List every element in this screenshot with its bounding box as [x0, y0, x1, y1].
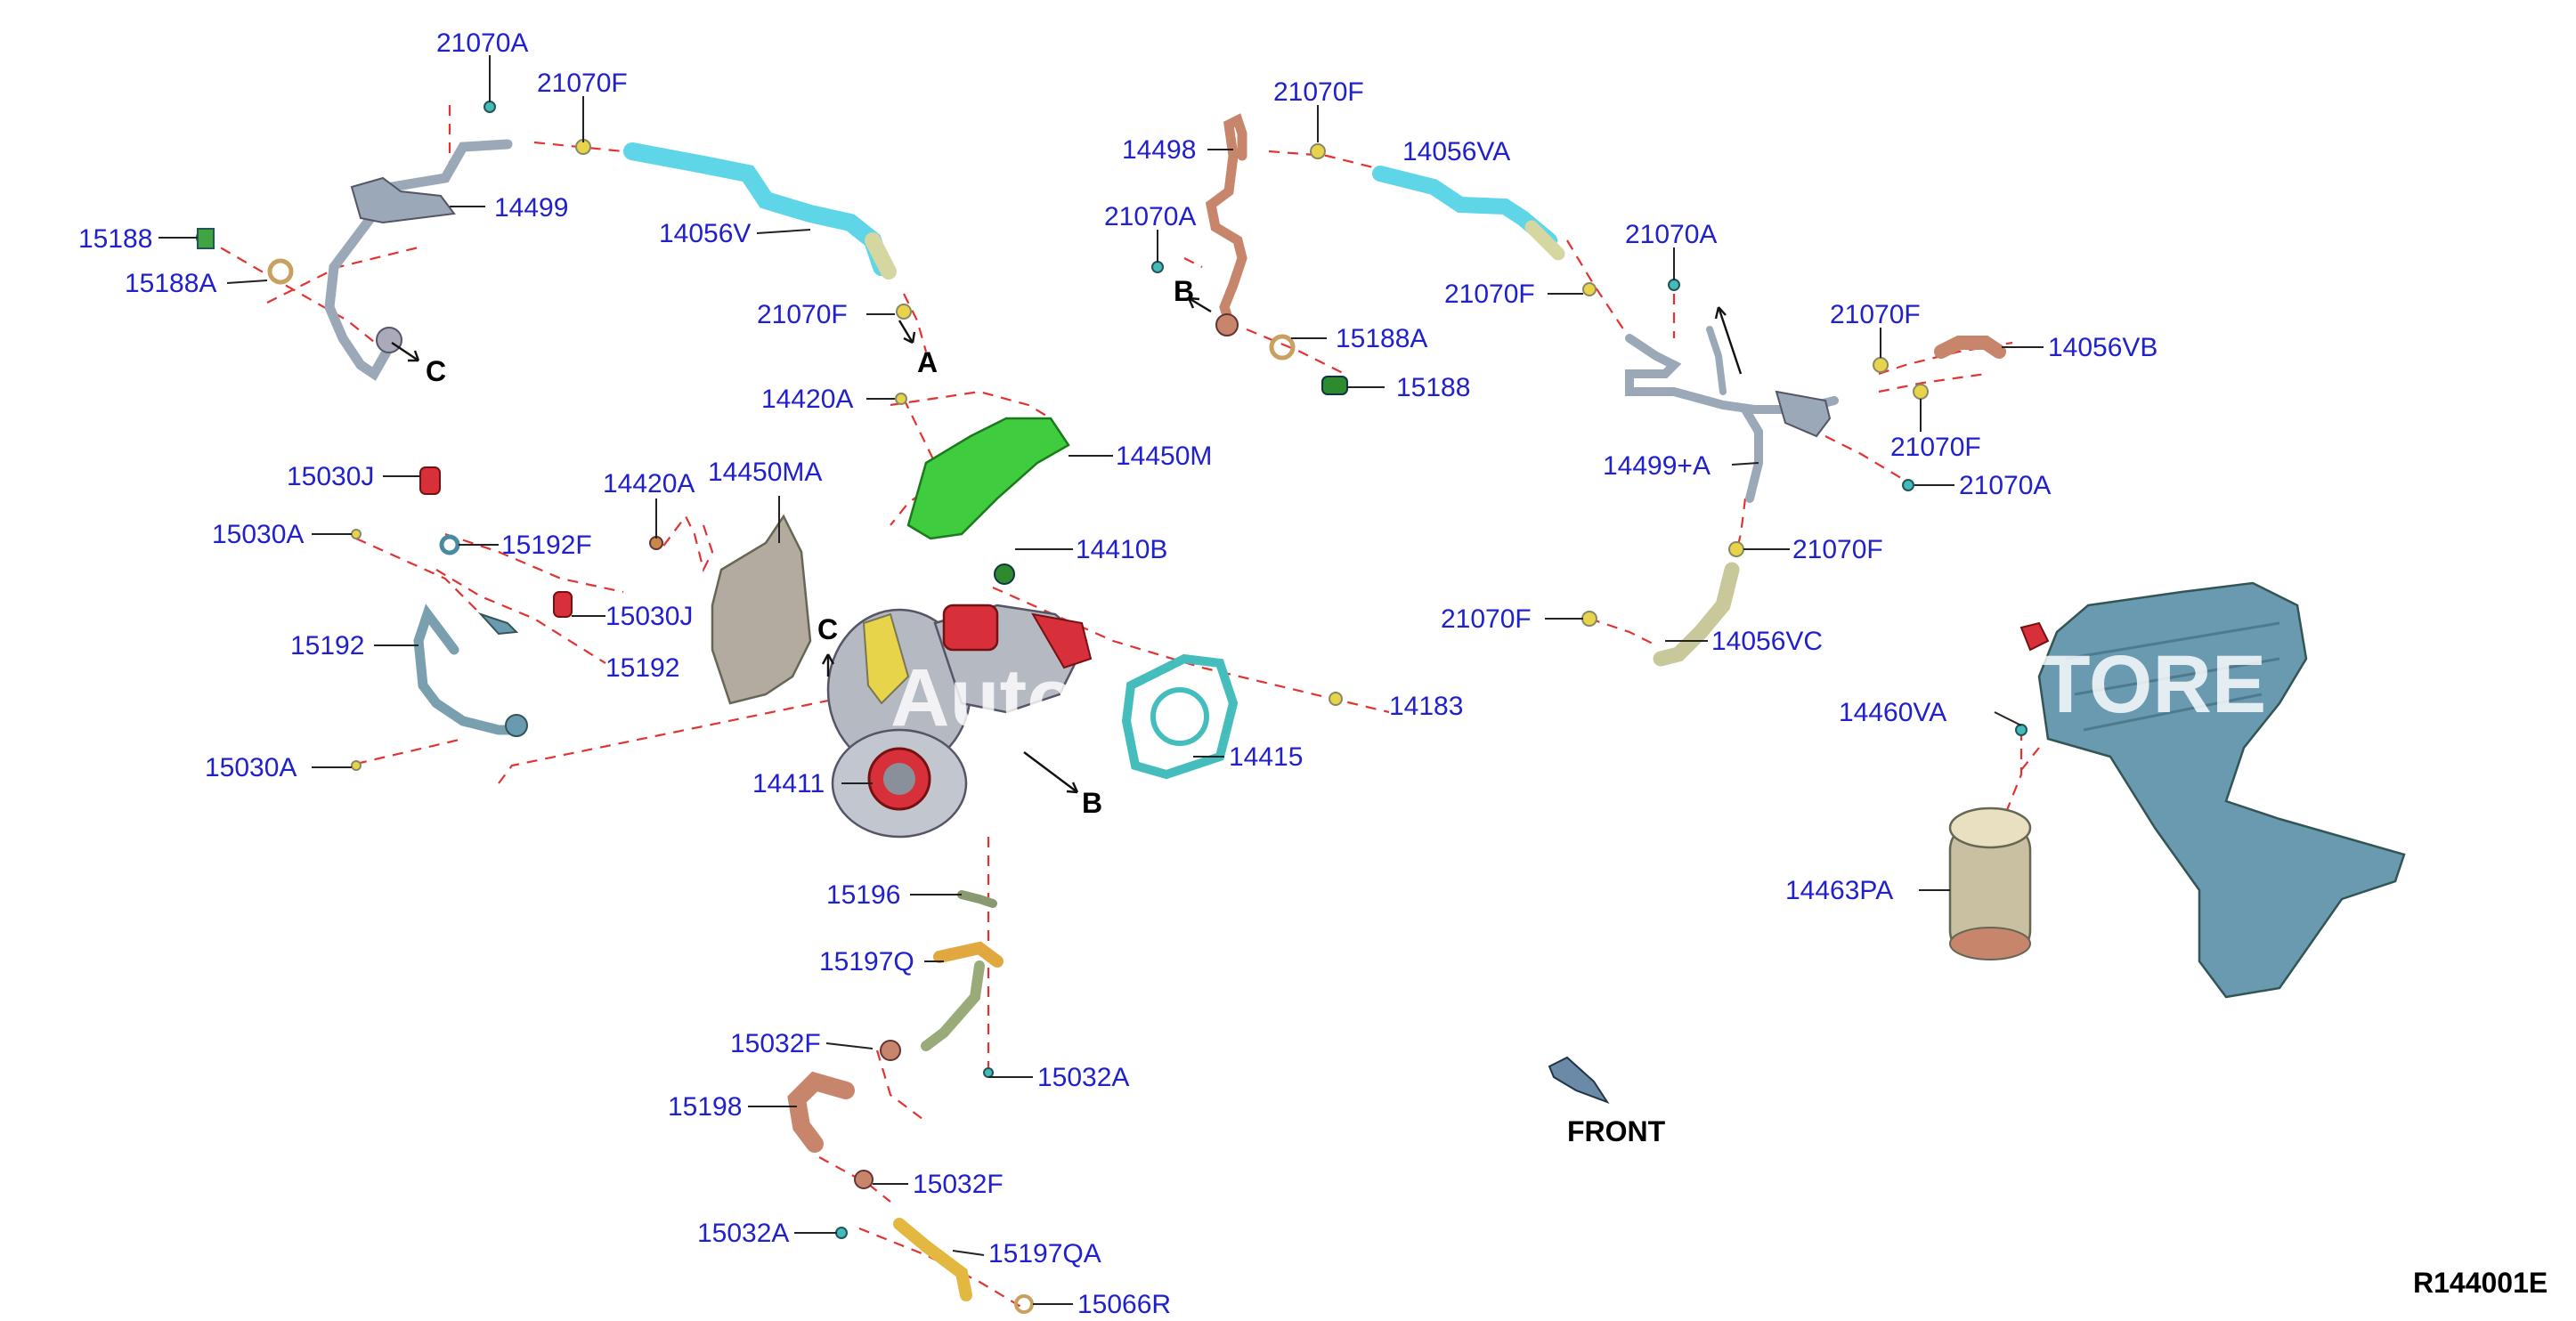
part-label-21070A: 21070A: [1625, 220, 1717, 249]
part-label-15197QA: 15197QA: [988, 1239, 1101, 1268]
drawing-code: R144001E: [2413, 1267, 2548, 1299]
assembly-dashed-lines: [204, 105, 2040, 1309]
part-label-15197Q: 15197Q: [819, 947, 914, 977]
callout-b-turbo: B: [1082, 787, 1102, 819]
part-label-21070A: 21070A: [1959, 471, 2051, 500]
part-label-14499A: 14499+A: [1603, 451, 1711, 481]
watermark-auto: Auto: [890, 652, 1077, 743]
part-label-14420A: 14420A: [603, 469, 695, 498]
part-label-21070F: 21070F: [1444, 280, 1535, 309]
part-label-14450M: 14450M: [1116, 442, 1212, 471]
part-label-14056VB: 14056VB: [2048, 333, 2158, 362]
part-label-14499: 14499: [494, 193, 568, 223]
part-label-15030A: 15030A: [205, 753, 297, 782]
callout-arrows: [391, 296, 1743, 794]
part-label-15198: 15198: [668, 1092, 742, 1122]
part-label-21070F: 21070F: [1441, 604, 1532, 634]
part-labels: 21070A 21070F 15188 15188A 14499 14056V …: [78, 28, 2158, 1319]
part-label-14420A: 14420A: [761, 385, 853, 414]
part-label-14498: 14498: [1122, 135, 1196, 165]
part-label-21070F: 21070F: [1890, 433, 1981, 462]
callout-c-left: C: [426, 355, 446, 387]
part-label-14463PA: 14463PA: [1785, 876, 1893, 905]
part-label-14056VC: 14056VC: [1711, 627, 1823, 656]
callout-letters: C A B B C: [426, 275, 1194, 819]
part-label-21070F: 21070F: [757, 300, 848, 329]
part-label-21070A: 21070A: [1104, 202, 1196, 231]
part-label-14450MA: 14450MA: [708, 458, 822, 487]
watermark-store: STORE: [1986, 639, 2266, 730]
part-label-21070F: 21070F: [537, 69, 628, 98]
part-label-15192: 15192: [605, 653, 679, 683]
front-direction-label: FRONT: [1567, 1115, 1666, 1147]
part-label-15032F: 15032F: [730, 1029, 821, 1058]
part-label-15192F: 15192F: [501, 531, 592, 560]
part-label-21070F: 21070F: [1273, 77, 1364, 107]
part-label-15030J: 15030J: [287, 462, 374, 491]
label-leader-lines: [158, 55, 2044, 1305]
part-label-14056V: 14056V: [659, 219, 751, 248]
part-label-15188A: 15188A: [125, 269, 216, 298]
part-label-14460VA: 14460VA: [1839, 698, 1946, 727]
part-label-15030A: 15030A: [212, 520, 304, 549]
parts-graphics: [196, 101, 2406, 1314]
part-label-15030J: 15030J: [605, 602, 693, 631]
part-label-15032A: 15032A: [697, 1219, 789, 1248]
part-label-15188A: 15188A: [1336, 324, 1427, 353]
part-label-15196: 15196: [826, 880, 900, 910]
part-label-15188: 15188: [78, 224, 152, 254]
callout-c-turbo: C: [817, 613, 838, 645]
part-label-15188: 15188: [1396, 373, 1470, 402]
callout-a: A: [917, 346, 938, 378]
part-label-21070F: 21070F: [1830, 300, 1921, 329]
part-label-14410B: 14410B: [1076, 535, 1167, 564]
part-label-15032A: 15032A: [1037, 1063, 1129, 1092]
callout-b-right: B: [1174, 275, 1194, 307]
part-label-15192: 15192: [290, 631, 364, 660]
part-label-14411: 14411: [752, 769, 825, 798]
part-label-15032F: 15032F: [913, 1170, 1004, 1199]
part-label-15066R: 15066R: [1077, 1290, 1171, 1319]
part-label-21070A: 21070A: [436, 28, 528, 58]
part-label-21070F: 21070F: [1792, 535, 1883, 564]
part-label-14415: 14415: [1229, 742, 1303, 772]
part-label-14056VA: 14056VA: [1402, 137, 1510, 166]
part-label-14183: 14183: [1389, 692, 1463, 721]
